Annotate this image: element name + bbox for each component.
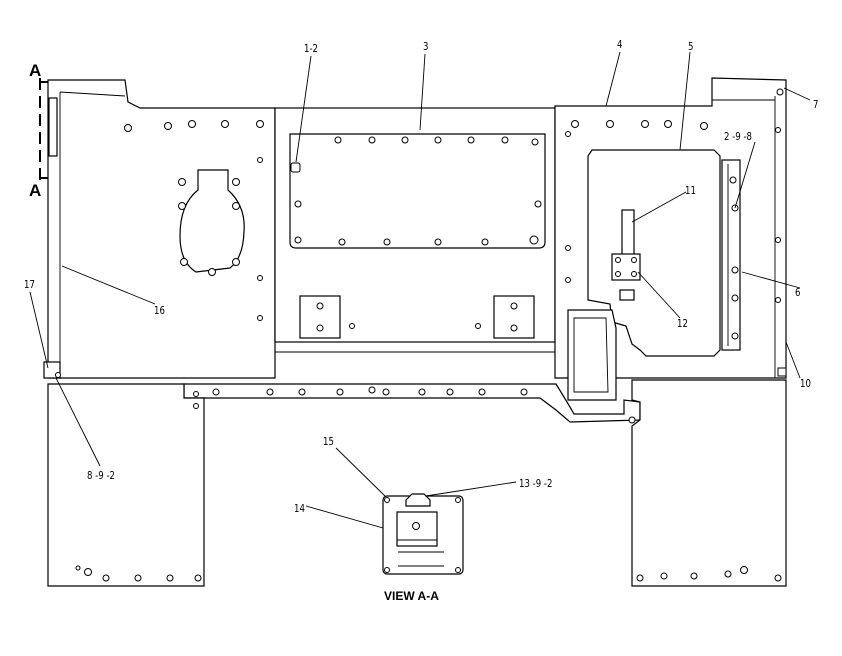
callout-5: 5	[688, 41, 693, 53]
callout-12: 12	[677, 318, 688, 330]
callout-15: 15	[323, 436, 334, 448]
right-panel	[554, 77, 787, 401]
mount-bracket-left	[299, 295, 341, 339]
callouts: 1-2 3 4 5 7 2 -9 -8 11 6 12 10 17 16 8 -…	[24, 39, 818, 515]
lower-frame	[183, 383, 641, 424]
callout-13-9-2: 13 -9 -2	[519, 478, 552, 490]
callout-14: 14	[294, 503, 305, 515]
leader-lines	[29, 51, 811, 529]
callout-2-9-8: 2 -9 -8	[724, 131, 752, 143]
side-handle	[48, 97, 58, 157]
callout-4: 4	[617, 39, 622, 51]
callout-1-2: 1-2	[304, 43, 318, 55]
detail-clip	[405, 493, 431, 507]
latch-tab	[619, 289, 635, 301]
lower-left-panel	[47, 383, 205, 587]
callout-11: 11	[685, 185, 696, 197]
callout-3: 3	[423, 41, 428, 53]
lower-right-panel	[631, 379, 787, 587]
callout-7: 7	[813, 99, 818, 111]
callout-17: 17	[24, 279, 35, 291]
left-panel	[43, 79, 276, 379]
left-panel-holes	[55, 120, 264, 378]
cover-plate	[289, 133, 546, 249]
section-letter-top: A	[29, 61, 41, 80]
center-panel	[274, 107, 556, 353]
section-letter-bottom: A	[29, 181, 41, 200]
callout-6: 6	[795, 287, 800, 299]
callout-8-9-2: 8 -9 -2	[87, 470, 115, 482]
door	[587, 149, 721, 357]
view-a-a-detail: VIEW A-A	[382, 493, 464, 603]
mount-bracket-right	[493, 295, 535, 339]
access-cutout	[179, 169, 245, 273]
callout-10: 10	[800, 378, 811, 390]
cover-plate-holes	[290, 136, 542, 246]
lower-bracket	[567, 309, 617, 401]
callout-16: 16	[154, 305, 165, 317]
right-panel-holes	[565, 88, 787, 377]
frame-holes	[193, 386, 636, 424]
view-title: VIEW A-A	[384, 589, 439, 603]
hinge	[721, 159, 741, 351]
